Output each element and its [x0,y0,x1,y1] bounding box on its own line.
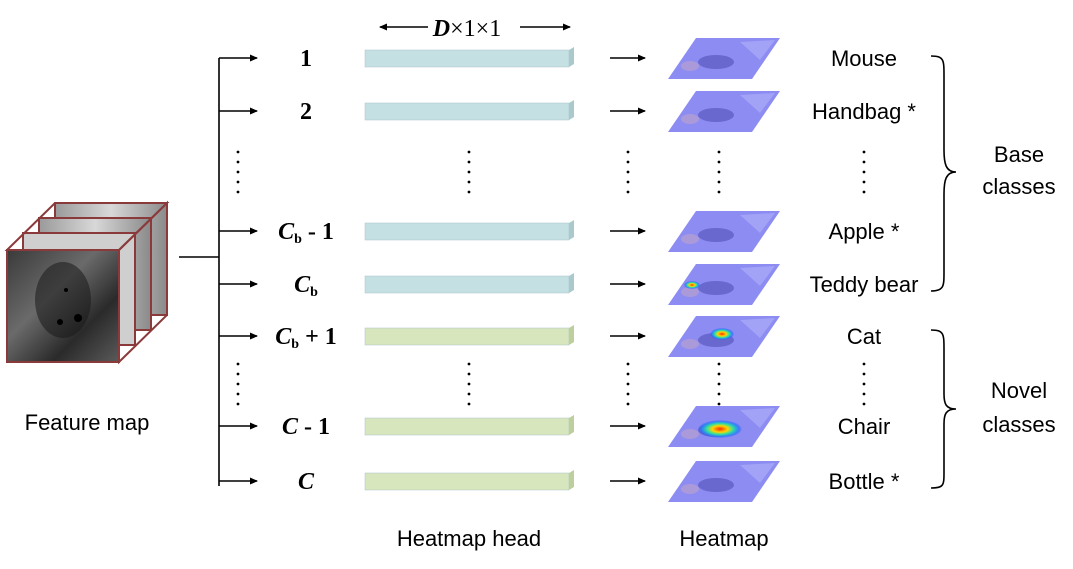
novel-classes-brace [930,329,957,489]
class-index-label: 2 [300,99,312,125]
class-row: C - 1 Chair [219,406,890,447]
class-name: Apple * [829,219,900,244]
base-class-vector [364,275,570,294]
heatmap-thumbnail [668,316,780,357]
class-name: Mouse [831,46,897,71]
activation-hotspot [710,328,734,340]
heatmap-thumbnail [668,406,780,447]
ellipsis-dots [862,150,866,194]
novel-classes-label-line1: Novel [991,378,1047,403]
class-row: Cb Teddy bear [219,264,918,305]
dimension-annotation: D×1×1 [379,16,571,42]
class-row: 2 Handbag * [219,91,916,132]
base-classes-label-line1: Base [994,142,1044,167]
heatmap-thumbnail [668,264,780,305]
ellipsis-dots [626,362,630,406]
class-name: Handbag * [812,99,916,124]
class-index-label: 1 [300,46,312,72]
class-name: Teddy bear [810,272,919,297]
heatmap-thumbnail [668,91,780,132]
class-name: Chair [838,414,891,439]
class-index-label: Cb - 1 [278,219,334,247]
class-row: 1 Mouse [219,38,897,79]
novel-class-vector [364,417,570,436]
ellipsis-dots [626,150,630,194]
feature-map-label: Feature map [25,410,150,435]
feature-map-cube [4,200,170,365]
class-row: Cb - 1 Apple * [219,211,900,252]
ellipsis-dots [236,150,240,194]
novel-class-vector [364,472,570,491]
ellipsis-dots [717,150,721,194]
base-class-vector [364,49,570,68]
class-row: Cb + 1 Cat [219,316,881,357]
heatmap-head-label: Heatmap head [397,526,541,551]
base-class-vector [364,102,570,121]
class-index-label: C - 1 [282,414,330,440]
novel-classes-label-line2: classes [982,412,1055,437]
base-classes-label-line2: classes [982,174,1055,199]
ellipsis-dots [467,150,471,194]
novel-class-vector [364,327,570,346]
class-index-label: C [298,469,315,495]
rows-layer: 1 Mouse 2 Handbag * Cb - 1 Apple * Cb Teddy bea… [219,38,918,502]
ellipsis-dots [862,362,866,406]
heatmap-thumbnail [668,38,780,79]
dimension-label: D×1×1 [432,16,501,42]
heatmap-thumbnail [668,211,780,252]
class-index-label: Cb [294,272,318,300]
base-class-vector [364,222,570,241]
ellipsis-dots [717,362,721,406]
base-classes-brace [930,55,957,292]
heatmap-label: Heatmap [679,526,768,551]
activation-hotspot [698,420,742,438]
class-name: Bottle * [829,469,900,494]
heatmap-thumbnail [668,461,780,502]
ellipsis-dots [236,362,240,406]
activation-hotspot [684,281,700,289]
class-row: C Bottle * [219,461,900,502]
ellipsis-dots [467,362,471,406]
class-name: Cat [847,324,881,349]
class-index-label: Cb + 1 [275,324,337,352]
